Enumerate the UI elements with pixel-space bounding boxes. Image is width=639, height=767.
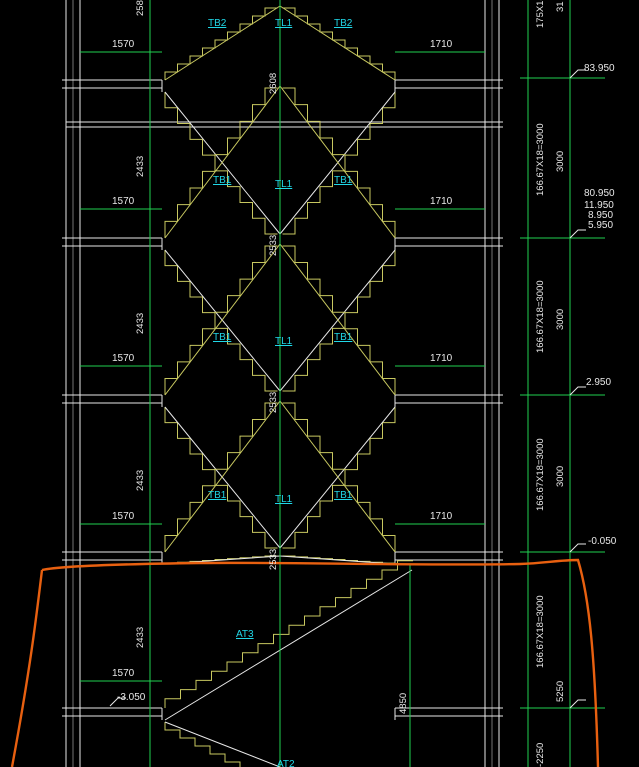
slab-diag-right-1 [279,249,396,392]
slab-diag-left-0 [164,91,281,235]
lower-flight-at2 [164,722,241,767]
lower-flight-at2-underside [164,721,281,767]
floor3-center-dim: 2533 [268,549,279,570]
elevation-1: 80.950 [584,188,615,199]
elevation-3: 8.950 [588,210,613,221]
floor2-center-dim: 2533 [268,392,279,413]
flight-up-right-0 [282,7,396,80]
flight-up-right-2 [282,245,396,395]
slab-diag-up-right-1 [279,85,396,239]
slab-diag-left-2 [164,406,281,549]
floor0-right-tag: TB2 [334,18,353,29]
floor2-center-tag: TL1 [275,336,293,347]
floor3-left-width: 1570 [112,511,135,522]
lower-flight-tag: AT3 [236,629,254,640]
elevation-4: 5.950 [588,220,613,231]
floor2-side-dim: 2433 [135,313,146,334]
height-label-1: 3000 [555,151,566,172]
floor1-center-dim: 2533 [268,235,279,256]
flight-up-left-3 [164,402,278,552]
height-label-0: 31 [555,1,566,12]
floor2-left-width: 1570 [112,353,135,364]
floor1-left-width: 1570 [112,196,135,207]
level-triangle-3 [569,543,586,553]
level-triangle-4 [569,699,586,709]
stair-flights [164,5,413,767]
structure-walls [62,0,503,767]
floor3-center-tag: TL1 [275,494,293,505]
slab-diag-up-left-1 [164,85,281,239]
floor3-right-width: 1710 [430,511,453,522]
slab-diag-up-left-0 [164,5,281,81]
slab-diag-up-left-2 [164,243,281,396]
floor0-right-width: 1710 [430,39,453,50]
flight-down-right-3 [282,555,396,564]
elevation-5: 2.950 [586,377,611,388]
floor3-side-dim: 2433 [135,470,146,491]
lower-flight-underside [164,569,413,721]
flight-up-left-1 [164,87,278,238]
segment-label-3: 166.67X18=3000 [535,438,546,511]
slab-diag-right-2 [279,406,396,549]
level-triangle-2 [569,386,586,396]
segment-label-0: 175X18 [535,0,546,28]
floor3-right-tag: TB1 [334,490,353,501]
segment-label-2: 166.67X18=3000 [535,280,546,353]
top-partial-dim: 258 [135,0,146,16]
flight-up-right-3 [282,402,396,552]
slab-diag-left-1 [164,249,281,392]
flight-up-left-0 [164,7,278,80]
slab-diag-up-left-3 [164,400,281,553]
level-triangle-1 [569,229,586,239]
floor1-right-width: 1710 [430,196,453,207]
lower-long-dim: 4850 [398,693,409,714]
floor1-side-dim: 2433 [135,156,146,177]
elevation-7: -2250 [535,743,546,767]
floor2-right-tag: TB1 [334,332,353,343]
floor0-left-tag: TB2 [208,18,227,29]
floor0-center-dim: 2608 [268,73,279,94]
dimension-lines [80,0,605,767]
floor0-left-width: 1570 [112,39,135,50]
elevation-2: 11.950 [584,200,614,211]
segment-label-1: 166.67X18=3000 [535,123,546,196]
elevation-6: -0.050 [588,536,617,547]
height-label-3: 3000 [555,466,566,487]
floor1-center-tag: TL1 [275,179,293,190]
lower-bottom-flight-tag: AT2 [277,759,295,767]
height-label-2: 3000 [555,309,566,330]
lower-left-elevation: -3.050 [117,692,146,703]
lower-left-width: 1570 [112,668,135,679]
flight-up-left-2 [164,245,278,395]
revision-cloud-line [41,558,600,767]
slab-diag-right-3 [279,555,396,565]
floor1-left-tag: TB1 [213,175,232,186]
lower-side-dim: 2433 [135,627,146,648]
elevation-0: 83.950 [584,63,615,74]
revision-cloud-left [10,569,44,767]
floor2-right-width: 1710 [430,353,453,364]
segment-label-4: 166.67X18=3000 [535,595,546,668]
slab-diag-up-right-3 [279,400,396,553]
level-triangle-left-lower [109,697,126,707]
lower-flight-at3 [164,560,413,708]
floor0-center-tag: TL1 [275,18,293,29]
height-label-4: 5250 [555,681,566,702]
floor1-right-tag: TB1 [334,175,353,186]
slab-diag-up-right-0 [279,5,396,81]
level-triangle-0 [569,69,586,79]
slab-diag-right-0 [279,91,396,235]
floor3-left-tag: TB1 [208,490,227,501]
floor2-left-tag: TB1 [213,332,232,343]
flight-up-right-1 [282,87,396,238]
slab-diag-up-right-2 [279,243,396,396]
markup-annotation [10,558,600,767]
